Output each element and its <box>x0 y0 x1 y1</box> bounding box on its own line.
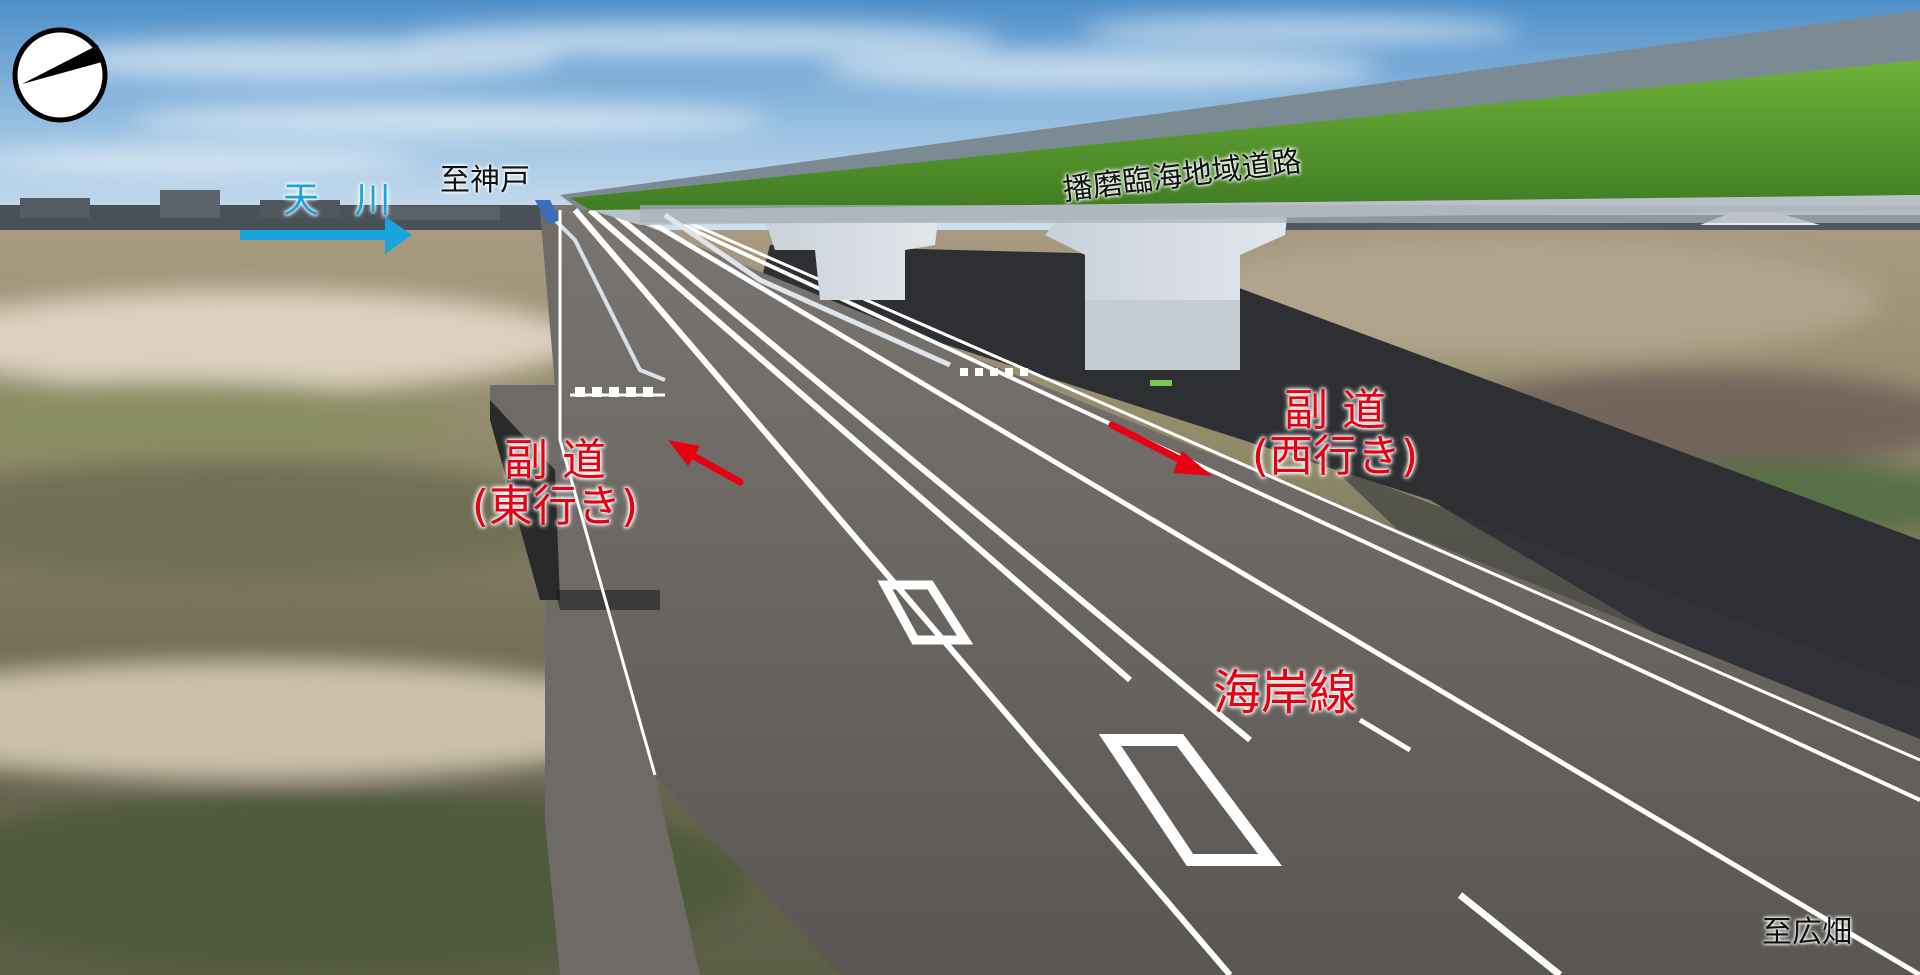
river-flow-arrow <box>240 216 412 254</box>
side-road-east-label-line1: 副 道 <box>504 435 606 486</box>
side-road-east-label-line2: (東行き) <box>471 481 639 533</box>
crosswalk <box>575 368 1028 397</box>
main-road-deck <box>545 205 1920 975</box>
main-road-label: 海岸線 <box>1213 665 1358 721</box>
side-road-west-label: 副 道 (西行き) <box>1245 385 1425 483</box>
river-label: 天 川 <box>283 180 403 221</box>
bridge-pier-1 <box>760 205 940 300</box>
side-road-west-label-line2: (西行き) <box>1251 431 1419 483</box>
side-road-west-label-line1: 副 道 <box>1284 385 1386 436</box>
clouds <box>0 16 1520 172</box>
diamond-marking-far <box>1098 734 1282 866</box>
direction-arrow-west <box>1108 421 1212 476</box>
diamond-marking-near <box>877 580 974 645</box>
compass-icon <box>12 27 108 123</box>
direction-arrow-east <box>668 440 744 486</box>
lane-markings <box>572 207 1920 975</box>
side-road-east-label: 副 道 (東行き) <box>470 435 640 533</box>
to-hirohata-label: 至広畑 <box>1762 915 1852 950</box>
expressway-deck <box>570 60 1920 215</box>
expressway-girder-side <box>560 10 1920 210</box>
to-kobe-label: 至神戸 <box>440 163 530 198</box>
